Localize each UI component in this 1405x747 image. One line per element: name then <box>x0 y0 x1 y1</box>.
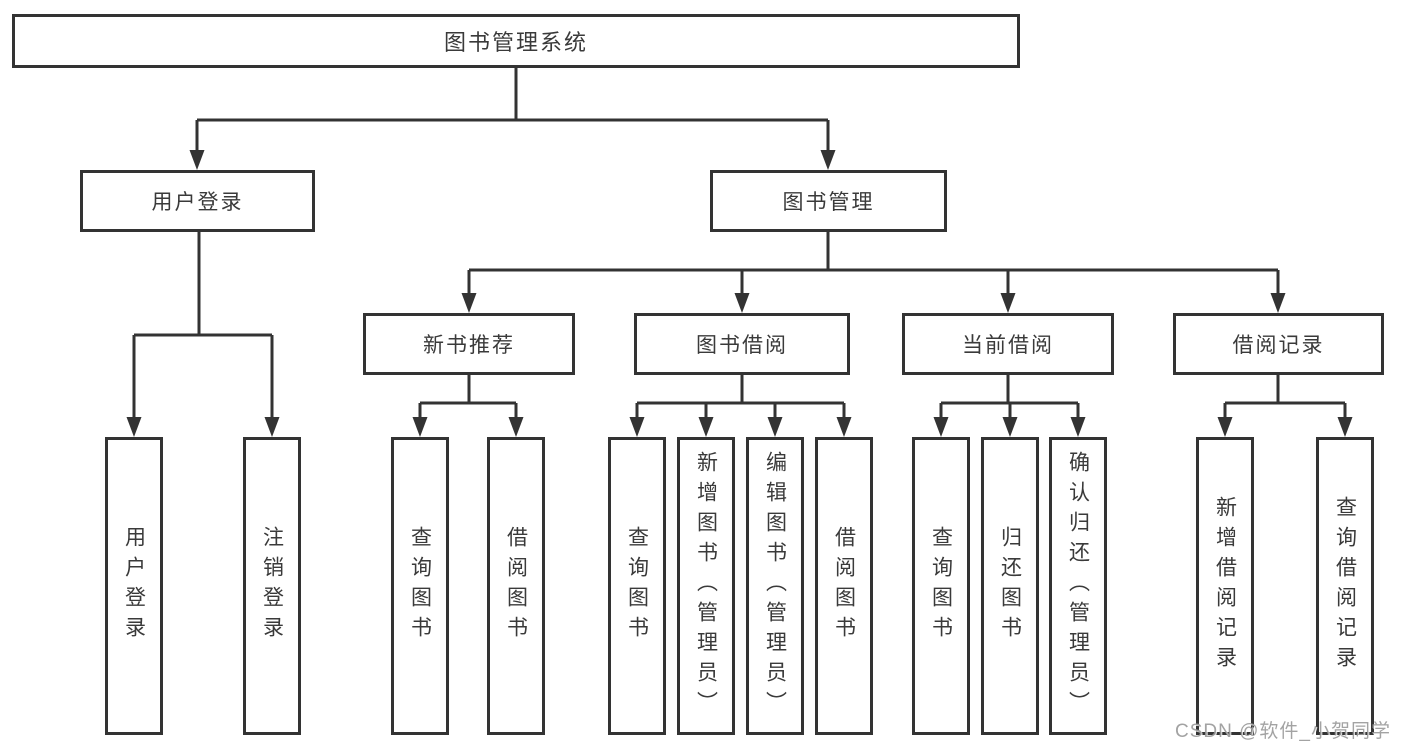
leaf-borrow-books-recommend: 借阅图书 <box>487 437 545 735</box>
node-label: 用户登录 <box>122 526 146 646</box>
node-label: 归还图书 <box>998 526 1022 646</box>
leaf-confirm-return-admin: 确认归还（管理员） <box>1049 437 1107 735</box>
node-book-management: 图书管理 <box>710 170 947 232</box>
node-label: 查询图书 <box>408 526 432 646</box>
arrowheads <box>126 150 1353 437</box>
node-label: 图书借阅 <box>696 334 788 357</box>
node-label: 当前借阅 <box>962 334 1054 357</box>
node-borrow-records: 借阅记录 <box>1173 313 1384 375</box>
node-label: 新增图书（管理员） <box>694 451 718 721</box>
node-current-borrow: 当前借阅 <box>902 313 1114 375</box>
node-label: 查询借阅记录 <box>1333 496 1357 676</box>
node-user-login: 用户登录 <box>80 170 315 232</box>
leaf-query-books-borrow: 查询图书 <box>608 437 666 735</box>
watermark: CSDN @软件_小贺同学 <box>1175 721 1391 742</box>
node-label: 查询图书 <box>929 526 953 646</box>
node-label: 编辑图书（管理员） <box>763 451 787 721</box>
node-label: 图书管理 <box>782 191 875 214</box>
node-label: 图书管理系统 <box>443 30 588 55</box>
leaf-edit-books-admin: 编辑图书（管理员） <box>746 437 804 735</box>
node-label: 查询图书 <box>625 526 649 646</box>
node-book-borrow: 图书借阅 <box>634 313 850 375</box>
leaf-logout: 注销登录 <box>243 437 301 735</box>
node-library-management-system: 图书管理系统 <box>12 14 1020 68</box>
node-label: 注销登录 <box>260 526 284 646</box>
leaf-user-login: 用户登录 <box>105 437 163 735</box>
node-label: 新增借阅记录 <box>1213 496 1237 676</box>
leaf-add-borrow-record: 新增借阅记录 <box>1196 437 1254 735</box>
node-label: 用户登录 <box>151 191 244 214</box>
node-label: 确认归还（管理员） <box>1066 451 1090 721</box>
leaf-query-books-current: 查询图书 <box>912 437 970 735</box>
node-label: 借阅记录 <box>1232 334 1325 357</box>
node-label: 借阅图书 <box>832 526 856 646</box>
leaf-borrow-books: 借阅图书 <box>815 437 873 735</box>
node-new-book-recommend: 新书推荐 <box>363 313 575 375</box>
leaf-return-books: 归还图书 <box>981 437 1039 735</box>
node-label: 借阅图书 <box>504 526 528 646</box>
leaf-query-books-recommend: 查询图书 <box>391 437 449 735</box>
leaf-query-borrow-record: 查询借阅记录 <box>1316 437 1374 735</box>
leaf-add-books-admin: 新增图书（管理员） <box>677 437 735 735</box>
node-label: 新书推荐 <box>423 334 515 357</box>
